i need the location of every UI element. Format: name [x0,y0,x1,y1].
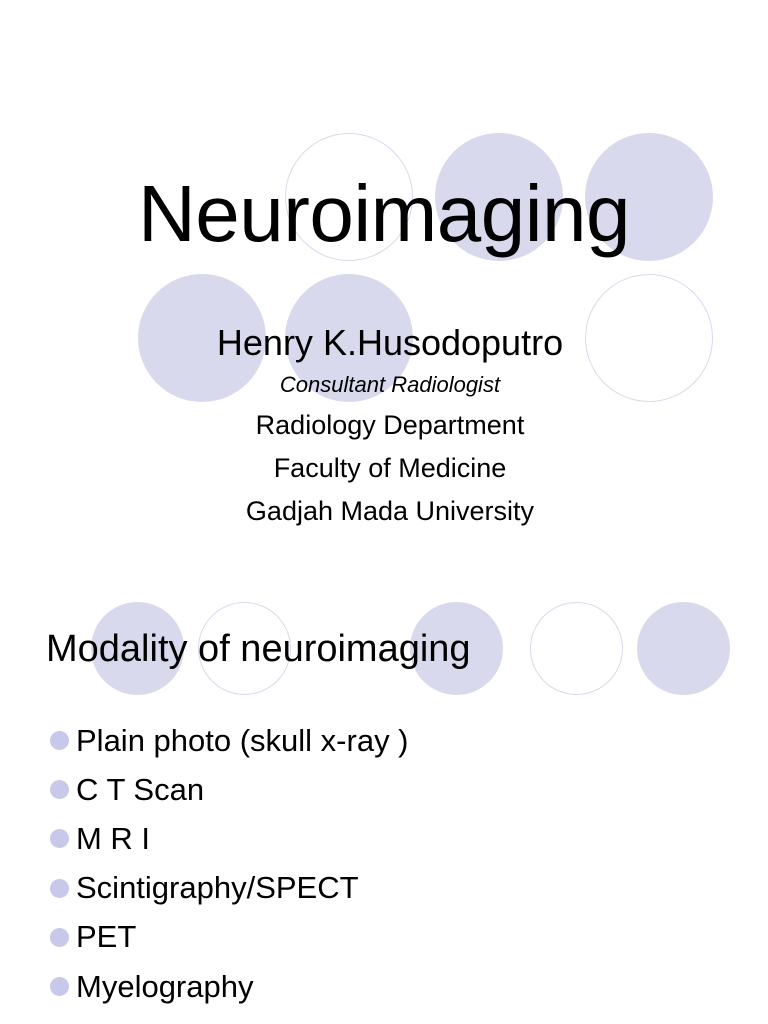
list-item-label: C T Scan [76,771,205,807]
list-item-label: PET [76,919,137,955]
list-item-label: Plain photo (skull x-ray ) [76,722,409,758]
bullet-icon [50,878,69,898]
list-item-label: Scintigraphy/SPECT [76,870,359,906]
author-role: Consultant Radiologist [279,372,501,397]
title-slide: Neuroimaging Henry K.Husodoputro Consult… [137,133,713,526]
list-item: Scintigraphy/SPECT [50,864,409,913]
list-item: M R I [50,814,409,863]
bullet-icon [50,977,69,997]
faculty: Faculty of Medicine [273,453,507,483]
decorative-circle [410,602,503,695]
author-name: Henry K.Husodoputro [216,322,564,363]
list-item: C T Scan [50,765,409,814]
decorative-circle [585,133,713,261]
modality-list: Plain photo (skull x-ray ) C T Scan M R … [50,716,409,1011]
modality-slide: Modality of neuroimaging Plain photo (sk… [0,576,768,1024]
decorative-circle [285,133,413,261]
bullet-icon [50,927,69,947]
bullet-icon [50,731,69,751]
bullet-icon [50,780,69,800]
list-item: Plain photo (skull x-ray ) [50,716,409,765]
decorative-circle [637,602,730,695]
university: Gadjah Mada University [245,496,535,526]
decorative-circle [530,602,623,695]
list-item-label: Myelography [76,968,254,1004]
department: Radiology Department [255,410,525,440]
slide-heading: Modality of neuroimaging [46,628,471,670]
bullet-icon [50,829,69,849]
decorative-circle [198,602,291,695]
decorative-circle [585,274,713,402]
decorative-circle [435,133,563,261]
list-item-label: M R I [76,820,151,856]
decorative-circle [138,274,266,402]
list-item: Myelography [50,962,409,1011]
decorative-circle [91,602,184,695]
list-item: PET [50,913,409,962]
decorative-circle [285,274,413,402]
slide-title: Neuroimaging [137,169,631,258]
